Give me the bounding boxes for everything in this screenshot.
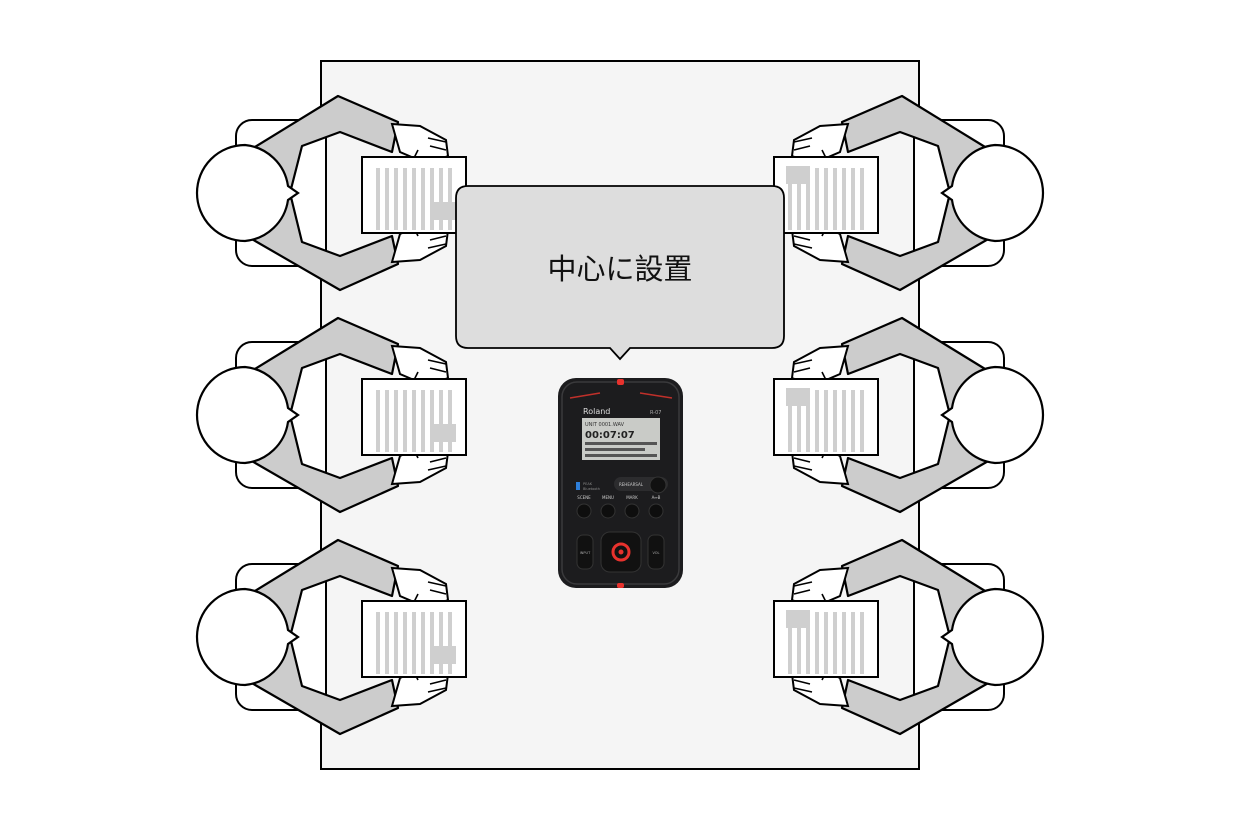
recorder-model: R-07 — [650, 410, 661, 416]
rehearsal-button[interactable] — [649, 476, 667, 494]
recorder-brand: Roland — [583, 407, 610, 416]
recorder-screen — [582, 418, 660, 460]
vol-label: VOL — [652, 551, 659, 555]
screen-time: 00:07:07 — [585, 430, 635, 441]
recorder-top-led — [617, 379, 624, 385]
callout-bubble: 中心に設置 — [455, 185, 785, 361]
rehearsal-label: REHEARSAL — [619, 482, 644, 487]
mark-button[interactable] — [624, 503, 640, 519]
bluetooth-label: Bluetooth — [583, 487, 600, 491]
peak-label: PEAK — [583, 482, 593, 486]
scene-button[interactable] — [576, 503, 592, 519]
mark-label: MARK — [626, 495, 638, 500]
callout-text: 中心に設置 — [547, 252, 692, 286]
menu-button[interactable] — [600, 503, 616, 519]
bluetooth-led — [576, 482, 580, 490]
input-rocker[interactable] — [576, 534, 594, 570]
screen-file-name: UNIT 0001.WAV — [585, 422, 625, 428]
ab-label: A↔B — [652, 495, 661, 500]
ab-button[interactable] — [648, 503, 664, 519]
menu-label: MENU — [602, 495, 614, 500]
input-label: INPUT — [580, 551, 591, 555]
scene-label: SCENE — [577, 495, 591, 500]
recorder-device: Roland R-07 UNIT 0001.WAV 00:07:07 PEAK … — [558, 378, 683, 588]
vol-rocker[interactable] — [647, 534, 665, 570]
